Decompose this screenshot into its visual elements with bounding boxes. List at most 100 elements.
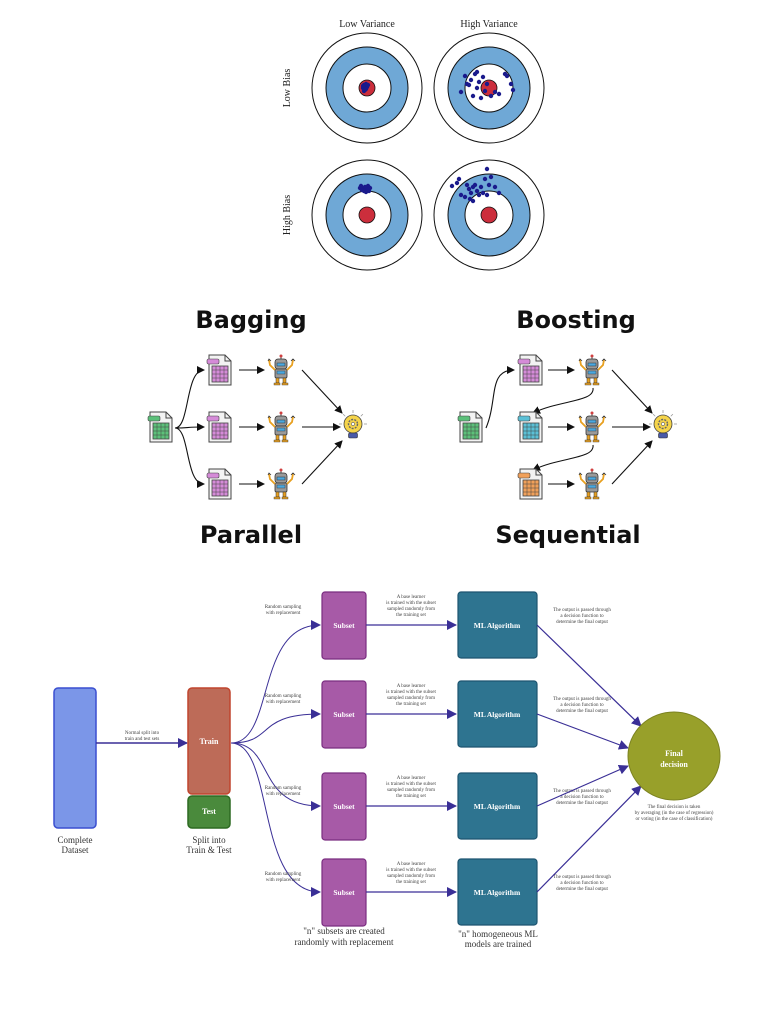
ml-algorithm-label: ML Algorithm [474,621,521,630]
prediction-dot [484,192,490,198]
source-dataset-icon [457,411,483,443]
bootstrap-arrow [174,427,205,488]
boosting-subtitle: Sequential [495,521,640,549]
prediction-dot [466,186,472,192]
prediction-dot [486,182,492,188]
learner-label: is trained with the subset [386,868,436,873]
prediction-dot [468,77,474,83]
bootstrap-arrow [174,366,205,429]
subset-label: Subset [333,888,355,897]
bulb-base [348,432,358,439]
prediction-dot [496,190,502,196]
learner-label: the training set [396,794,426,799]
robot-panel [587,427,597,432]
prediction-dot [468,190,474,196]
bulb-base [658,432,668,439]
file-tag [517,472,531,479]
prediction-dot [476,192,482,198]
robot-arms [268,359,294,371]
sampling-label: Random sampling [265,786,302,791]
robot-foot [592,439,600,443]
robot-panel [276,370,286,375]
robot-leg [275,377,280,384]
file-fold [535,469,542,476]
output-label: determine the final output [556,709,608,714]
robot-hands [267,415,296,419]
robot-leg [593,491,598,498]
robot-foot [584,439,592,443]
learner-label: is trained with the subset [386,690,436,695]
antenna-tip [590,411,594,415]
file-fold [475,412,482,419]
output-label: determine the final output [556,620,608,625]
prediction-dot [363,86,369,92]
split-caption-line2: Train & Test [186,845,232,855]
file-tag [147,415,161,422]
prediction-dot [467,196,473,202]
robot-leg [282,491,287,498]
robot-eyes [276,362,286,367]
prediction-dot [458,192,464,198]
robot-eyes [276,476,286,481]
robot-leg [282,434,287,441]
sampling-arrow [230,742,321,897]
prediction-dot [488,174,494,180]
prediction-dot [474,85,480,91]
test-box [187,795,231,829]
bagging-subtitle: Parallel [200,521,302,549]
sampling-arrow [230,709,321,744]
prediction-dot [482,88,488,94]
weighted-dataset-icon [517,411,543,443]
robot-foot [592,496,600,500]
final-caption-line1: The final decision is taken [648,805,701,810]
boosting-title: Boosting [516,306,636,334]
final-decision-node [627,711,721,801]
bulb-gear [347,418,359,430]
learner-label: is trained with the subset [386,782,436,787]
sampling-label: Random sampling [265,694,302,699]
robot-leg [586,377,591,384]
split-caption-line1: Split into [192,835,226,845]
train-box [187,687,231,795]
sample-dataset-icon [206,468,232,500]
bulb-gear-hub [351,422,355,426]
file-fold [535,412,542,419]
learner-label: the training set [396,880,426,885]
prediction-dot [510,87,516,93]
robot-icon [578,411,607,443]
output-label: determine the final output [556,887,608,892]
bias-variance-section: Low Variance High Variance Low Bias High… [282,19,545,271]
robot-panel [587,484,597,489]
output-label: a decision function to [560,614,604,619]
prediction-dot [484,81,490,87]
output-label: The output is passed through [553,697,611,702]
learner-label: sampled randomly from [387,788,435,793]
prediction-dot [496,91,502,97]
test-label: Test [202,807,216,816]
prediction-dot [480,190,486,196]
output-arrow [536,785,642,893]
robot-arms [268,473,294,485]
antenna-tip [279,468,283,472]
prediction-dot [492,184,498,190]
robot-leg [593,377,598,384]
row-label-high-bias: High Bias [282,195,293,235]
robot-foot [273,496,281,500]
split-arrow-label-line1: Normal split into [125,731,160,736]
output-label: a decision function to [560,795,604,800]
prediction-dot [474,188,480,194]
prediction-dot [508,81,514,87]
prediction-dot [357,185,363,191]
prediction-dot [454,180,460,186]
sampling-arrow [230,620,321,744]
sampling-label: with replacement [266,611,301,616]
prediction-dot [456,176,462,182]
dataset-label-line2: Dataset [62,845,89,855]
output-arrow [536,624,642,727]
file-fold [224,355,231,362]
initial-arrow [485,366,515,429]
final-label-line1: Final [665,749,684,758]
output-arrow [536,765,629,807]
